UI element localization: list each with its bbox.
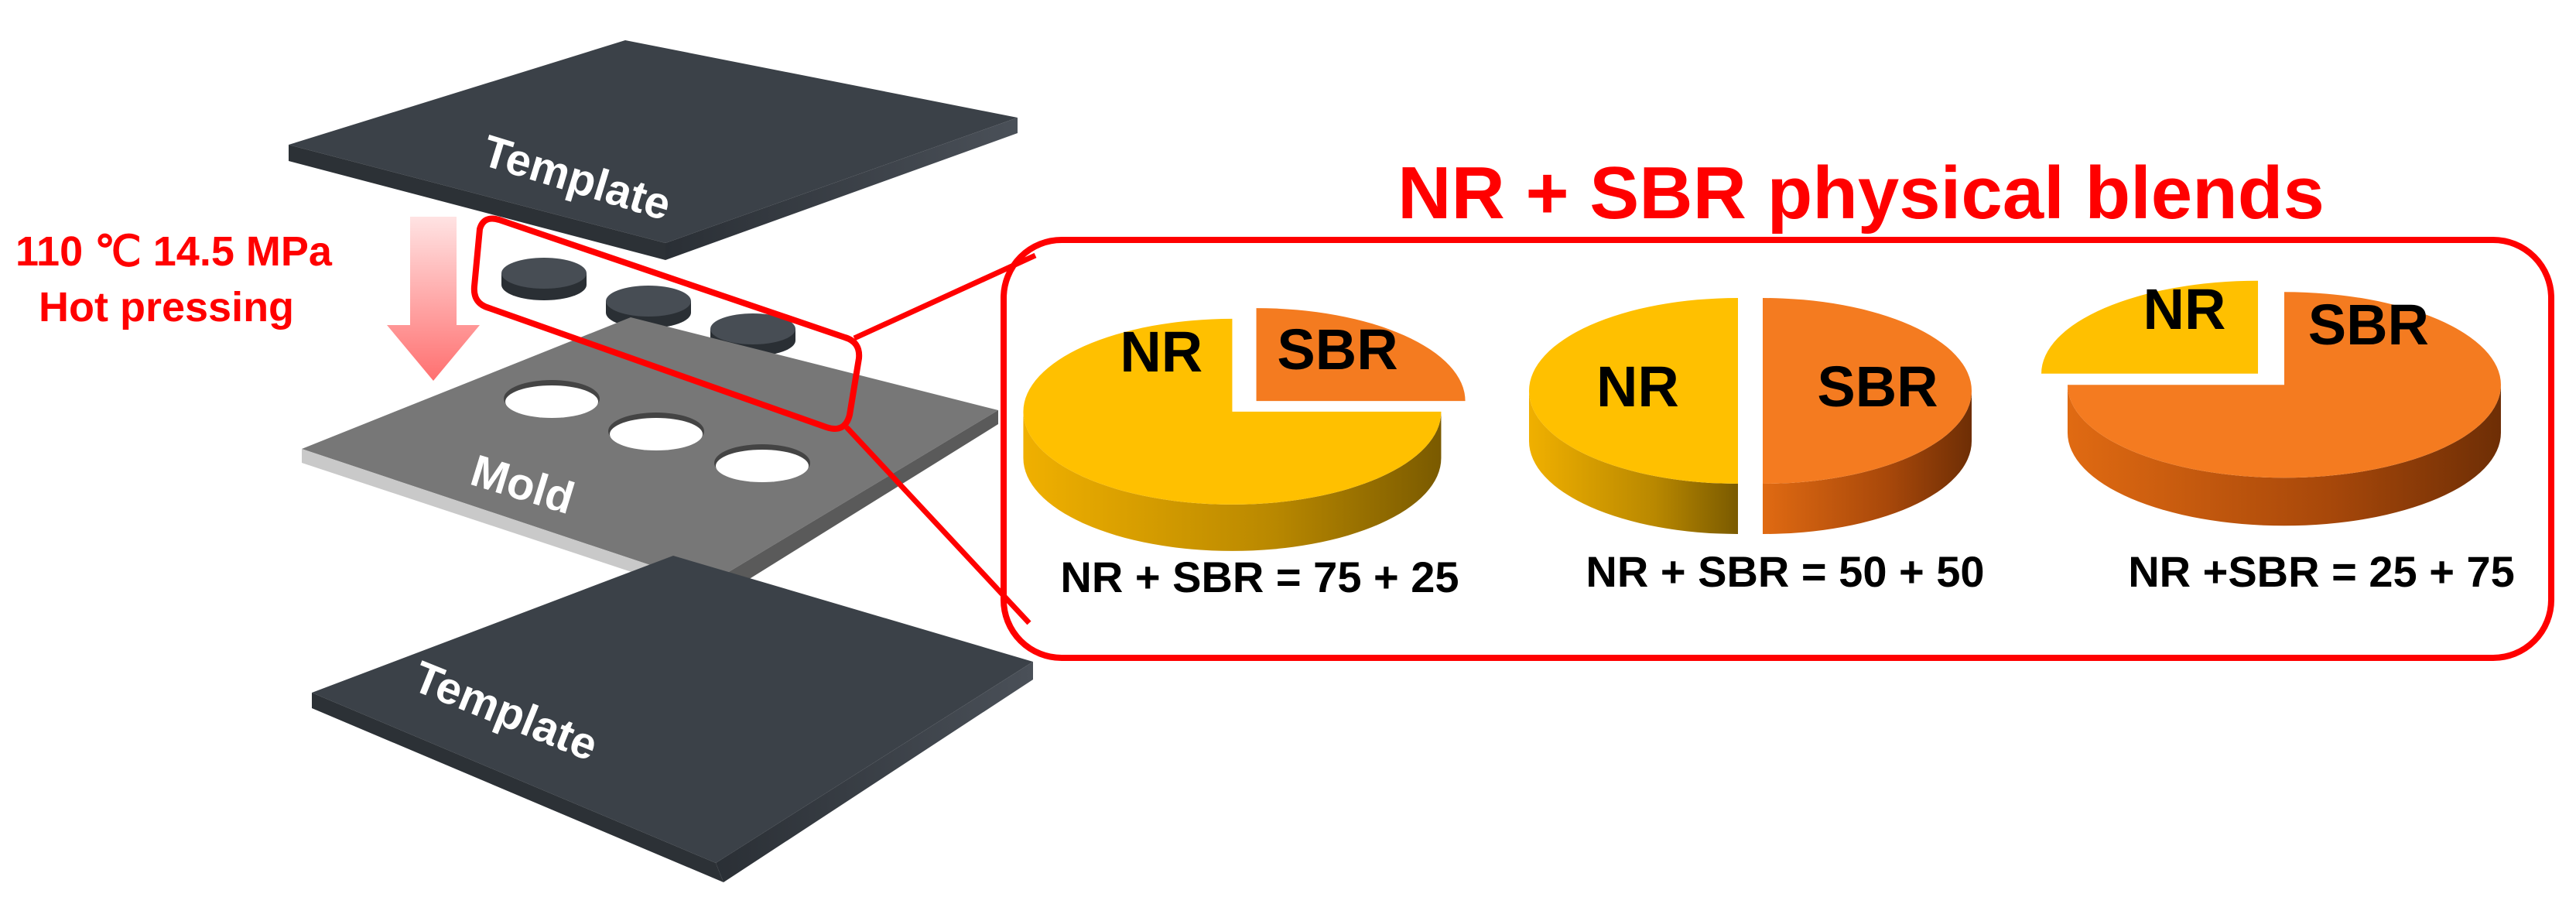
blend-ratio-caption: NR + SBR = 50 + 50 [1586, 547, 1984, 596]
mold-cavity [608, 413, 704, 450]
press-stack: Template [15, 40, 1033, 882]
sbr-slice [1763, 298, 1972, 534]
callout-connector [844, 425, 1031, 625]
pressing-arrow [387, 217, 480, 381]
rubber-disc [501, 258, 587, 300]
sbr-label: SBR [2308, 293, 2429, 357]
nr-label: NR [1120, 320, 1202, 384]
nr-label: NR [1596, 354, 1679, 419]
mold-plate: Mold [302, 317, 998, 600]
blend-pie: NR SBR NR + SBR = 75 + 25 [1023, 308, 1466, 601]
blend-pie: NR SBR NR +SBR = 25 + 75 [2041, 277, 2515, 596]
sbr-slice [1256, 308, 1466, 402]
sbr-slice [2067, 292, 2501, 526]
nr-slice [1023, 318, 1442, 551]
rubber-disc [606, 286, 691, 328]
blend-pie: NR SBR NR + SBR = 50 + 50 [1529, 298, 1985, 596]
blend-panel-frame [1001, 237, 2554, 661]
disc-highlight-callout [470, 215, 863, 432]
callout-connector [853, 252, 1037, 341]
mold-cavity [714, 444, 810, 482]
mold-cavity [504, 380, 600, 418]
pressing-method-label: Hot pressing [39, 284, 294, 330]
blend-pies: NR SBR NR + SBR = 75 + 25 NR SBR NR + SBR = 5… [1023, 277, 2515, 601]
nr-label: NR [2143, 277, 2226, 341]
pressing-condition-label: 110 ℃ 14.5 MPa [15, 228, 333, 275]
sbr-label: SBR [1817, 354, 1938, 419]
nr-slice [2041, 280, 2259, 374]
blends-title: NR + SBR physical blends [1397, 152, 2325, 235]
sbr-label: SBR [1277, 317, 1397, 382]
blend-ratio-caption: NR + SBR = 75 + 25 [1060, 553, 1459, 601]
nr-slice [1529, 298, 1738, 534]
blend-ratio-caption: NR +SBR = 25 + 75 [2128, 547, 2515, 596]
top-template-plate: Template [289, 40, 1018, 260]
bottom-template-plate: Template [312, 556, 1033, 882]
